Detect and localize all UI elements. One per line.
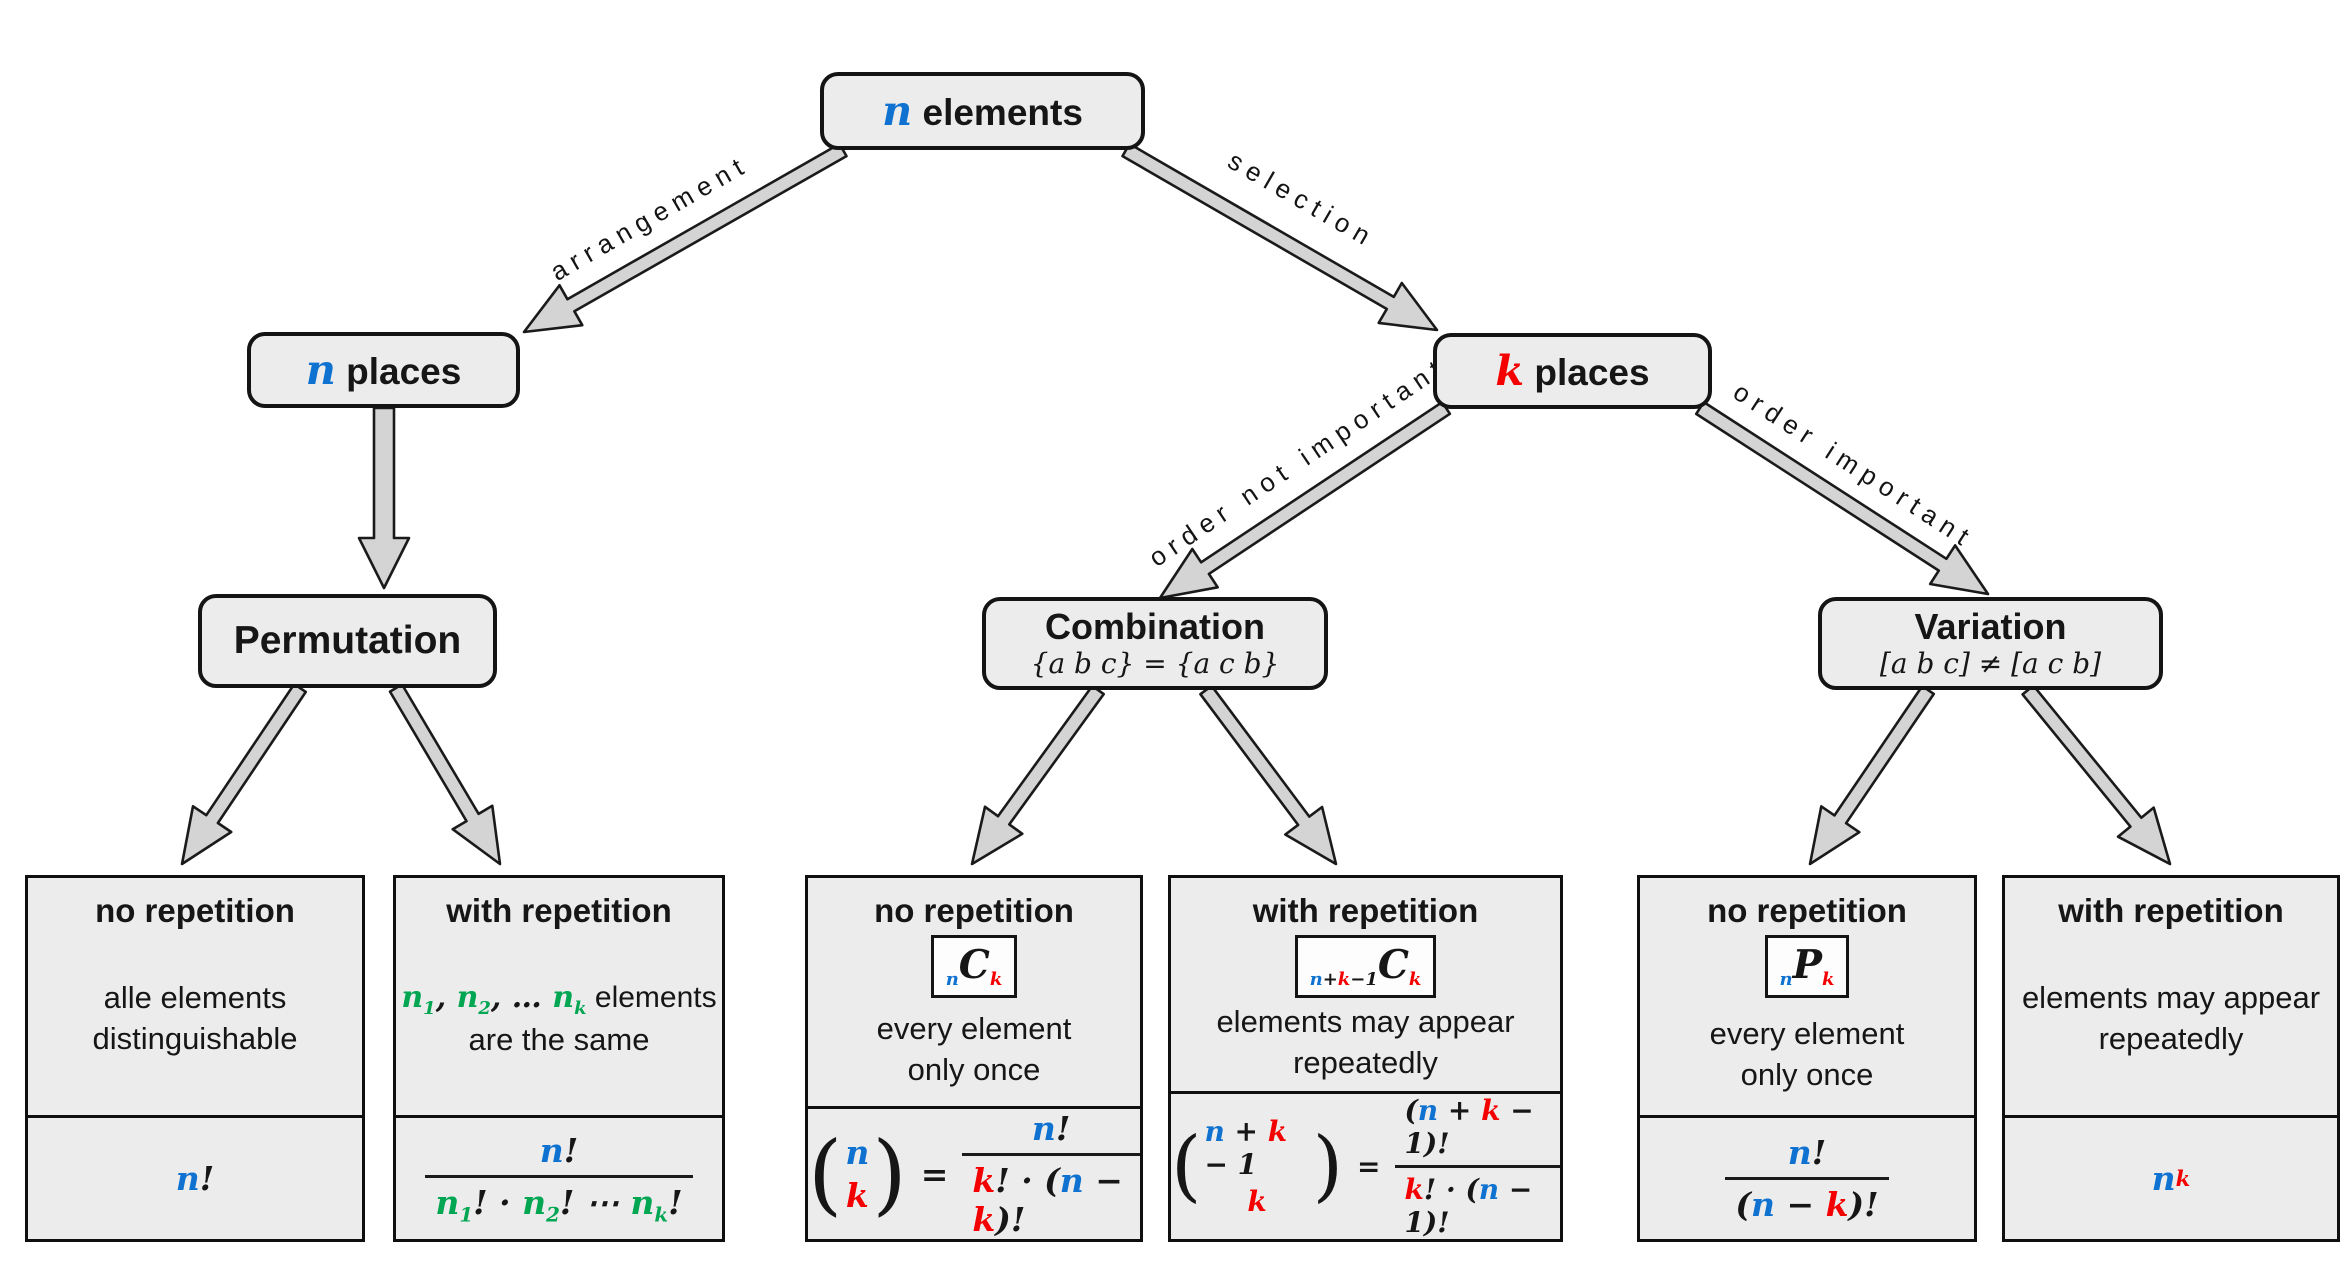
leaf-body: alle elements distinguishable [92, 980, 298, 1056]
leaf-body: every element only once [876, 1011, 1072, 1088]
fraction: n! (n − k)! [1725, 1133, 1889, 1224]
block-arrow [970, 684, 1105, 866]
block-arrow [1158, 400, 1452, 600]
leaf-permutation-with-repetition: with repetition n1, n2, … nk elements ar… [393, 875, 725, 1242]
block-arrow [388, 683, 502, 866]
node-title: Permutation [233, 618, 462, 662]
var-n: n [305, 345, 336, 395]
leaf-combination-no-repetition: no repetition nCk every element only onc… [805, 875, 1143, 1242]
node-title: Combination [1045, 605, 1265, 647]
leaf-body: elements may appear repeatedly [1216, 1003, 1515, 1080]
left-paren: ( [1171, 1121, 1202, 1212]
formula-n-factorial: n! [175, 1159, 215, 1198]
var-k: k [1495, 346, 1525, 396]
leaf-body: n1, n2, … nk elements are the same [401, 979, 717, 1058]
node-combination: Combination {a b c} = {a c b} [982, 597, 1328, 690]
leaf-body: elements may appear repeatedly [2021, 980, 2321, 1056]
block-arrow [180, 682, 308, 866]
notation-badge-nCk: nCk [930, 935, 1018, 999]
block-arrow [1694, 400, 1990, 596]
fraction: n! k! · (n − k)! [962, 1109, 1140, 1239]
block-arrow [1121, 142, 1439, 332]
leaf-variation-no-repetition: no repetition nPk every element only onc… [1637, 875, 1977, 1242]
leaf-permutation-no-repetition: no repetition alle elements distinguisha… [25, 875, 365, 1242]
notation-badge-n+k-1Ck: n+k−1Ck [1294, 935, 1437, 999]
formula-binomial: ( n k ) = n! k! · (n − k)! [808, 1109, 1140, 1239]
fraction: (n + k − 1)! k! · (n − 1)! [1394, 1094, 1560, 1239]
var-n: n [882, 86, 913, 136]
node-title: k places [1495, 346, 1650, 396]
leaf-header: with repetition [2058, 892, 2284, 929]
leaf-header: with repetition [446, 892, 672, 929]
leaf-combination-with-repetition: with repetition n+k−1Ck elements may app… [1168, 875, 1563, 1242]
node-title: Variation [1914, 605, 2067, 647]
block-arrow [2021, 684, 2172, 866]
right-paren: ) [872, 1122, 907, 1226]
formula-binomial-repetition: ( n + k − 1 k ) = (n + k − 1)! k! · (n −… [1171, 1094, 1560, 1239]
node-n-elements: n elements [820, 72, 1145, 150]
notation-badge-nPk: nPk [1764, 935, 1850, 999]
block-arrow [357, 406, 411, 590]
block-arrow [1808, 684, 1936, 866]
node-n-places: n places [247, 332, 520, 408]
block-arrow [1199, 684, 1338, 866]
formula-variation: n! (n − k)! [1725, 1133, 1889, 1224]
binomial-coefficient: ( n k ) [808, 1122, 907, 1226]
left-paren: ( [808, 1122, 843, 1226]
leaf-header: with repetition [1252, 892, 1479, 929]
fraction: n! n1! · n2! ⋯ nk! [425, 1131, 693, 1226]
node-title: n places [305, 345, 462, 395]
leaf-body: every element only once [1709, 1015, 1905, 1092]
node-subtitle: {a b c} = {a c b} [1030, 646, 1280, 680]
node-subtitle: [a b c] ≠ [a c b] [1879, 646, 2102, 680]
formula-multinomial: n! n1! · n2! ⋯ nk! [425, 1131, 693, 1226]
leaf-header: no repetition [874, 892, 1074, 929]
node-variation: Variation [a b c] ≠ [a c b] [1818, 597, 2163, 690]
right-paren: ) [1312, 1121, 1344, 1212]
leaf-variation-with-repetition: with repetition elements may appear repe… [2002, 875, 2340, 1242]
node-k-places: k places [1433, 333, 1712, 409]
node-permutation: Permutation [198, 594, 497, 688]
leaf-header: no repetition [1707, 892, 1907, 929]
block-arrow [522, 142, 848, 334]
node-title: n elements [882, 86, 1083, 136]
binomial-coefficient: ( n + k − 1 k ) [1171, 1115, 1344, 1218]
leaf-header: no repetition [95, 892, 295, 929]
